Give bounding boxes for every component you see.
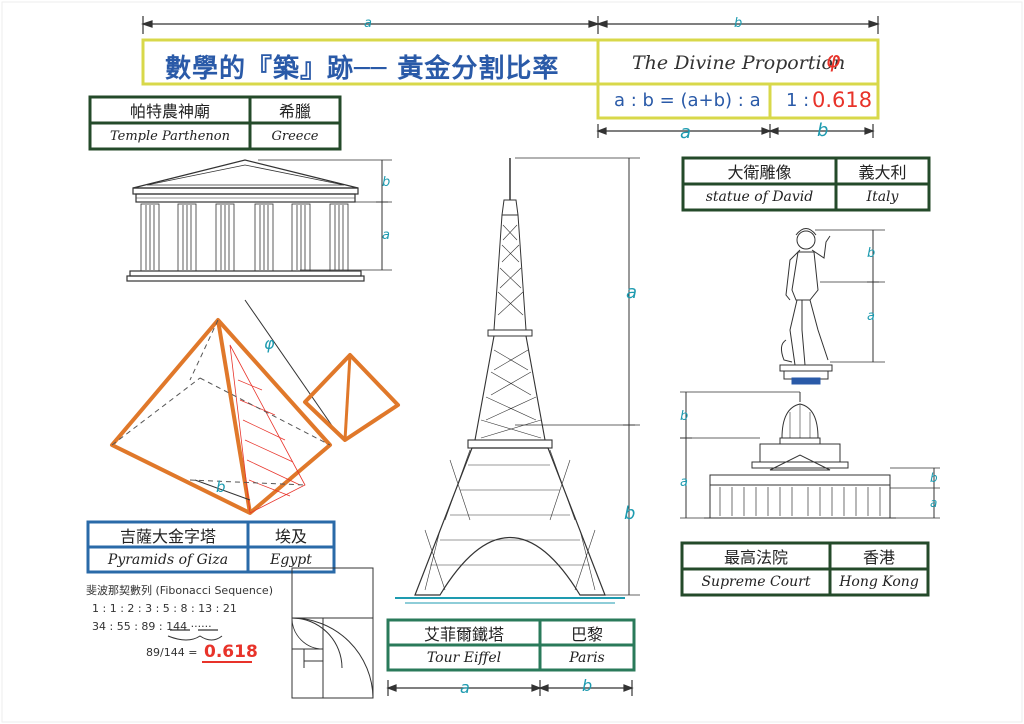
court-name-en: Supreme Court bbox=[701, 574, 811, 590]
david-country-en: Italy bbox=[866, 189, 899, 205]
fibonacci-spiral-drawing bbox=[291, 567, 374, 699]
eiffel-name-zh: 艾菲爾鐵塔 bbox=[423, 624, 504, 644]
parthenon-name-zh: 帕特農神廟 bbox=[129, 102, 210, 121]
supreme-court-drawing bbox=[680, 391, 940, 519]
eiffel-bottom-dimension bbox=[386, 680, 634, 696]
pyramid-drawing bbox=[110, 299, 400, 515]
title-phi: φ bbox=[826, 48, 841, 73]
parthenon-name-en: Temple Parthenon bbox=[110, 128, 230, 144]
title-ratio-value: 0.618 bbox=[812, 88, 873, 112]
pyramids-table-frame bbox=[86, 520, 336, 574]
top-a-label: a bbox=[364, 16, 372, 31]
ratio-a-label: a bbox=[680, 122, 692, 143]
top-dimension-line bbox=[141, 16, 880, 34]
pyramids-name-en: Pyramids of Giza bbox=[107, 551, 229, 568]
parthenon-b-label: b bbox=[382, 175, 391, 190]
title-english: The Divine Proportion bbox=[632, 52, 846, 74]
parthenon-country-en: Greece bbox=[271, 128, 319, 144]
eiffel-country-zh: 巴黎 bbox=[570, 624, 603, 644]
eiffel-name-en: Tour Eiffel bbox=[426, 649, 502, 666]
david-table-frame bbox=[681, 156, 931, 212]
pyramids-name-zh: 吉薩大金字塔 bbox=[119, 526, 216, 546]
parthenon-table-frame bbox=[88, 95, 342, 151]
fibonacci-line-1: 1 : 1 : 2 : 3 : 5 : 8 : 13 : 21 bbox=[92, 602, 237, 615]
court-table-frame bbox=[680, 541, 930, 597]
court-name-zh: 最高法院 bbox=[723, 548, 788, 567]
ratio-b-label: b bbox=[817, 120, 829, 141]
david-country-zh: 義大利 bbox=[858, 163, 907, 182]
title-formula: a : b = (a+b) : a bbox=[614, 90, 761, 111]
title-ratio-prefix: 1 : bbox=[786, 90, 810, 111]
eiffel-a-label: a bbox=[626, 282, 638, 303]
parthenon-drawing bbox=[126, 159, 392, 282]
court-country-en: Hong Kong bbox=[839, 574, 919, 590]
fibonacci-underlines bbox=[167, 629, 252, 663]
ratio-dimension-line bbox=[596, 124, 875, 138]
parthenon-a-label: a bbox=[382, 228, 390, 243]
title-frame bbox=[141, 38, 880, 120]
david-b-label: b bbox=[867, 246, 876, 261]
fibonacci-title: 斐波那契數列 (Fibonacci Sequence) bbox=[86, 584, 273, 597]
court-right-a-label: a bbox=[930, 496, 938, 510]
eiffel-b-label: b bbox=[624, 503, 636, 524]
title-chinese: 數學的『築』跡── 黃金分割比率 bbox=[165, 54, 560, 84]
eiffel-tower-drawing bbox=[395, 157, 640, 604]
david-name-zh: 大衛雕像 bbox=[727, 163, 792, 182]
eiffel-table-frame bbox=[386, 618, 636, 672]
top-b-label: b bbox=[734, 16, 743, 31]
david-name-en: statue of David bbox=[705, 189, 814, 205]
fibonacci-line-2: 34 : 55 : 89 : 144 ······ bbox=[92, 620, 212, 633]
fibonacci-result: 0.618 bbox=[204, 642, 258, 662]
david-statue-drawing bbox=[779, 228, 885, 385]
david-a-label: a bbox=[867, 309, 875, 324]
court-a-label: a bbox=[680, 475, 688, 490]
parthenon-country-zh: 希臘 bbox=[278, 102, 311, 121]
pyramid-phi-label: φ bbox=[264, 334, 275, 353]
pyramids-country-en: Egypt bbox=[270, 551, 312, 568]
court-right-b-label: b bbox=[930, 471, 938, 485]
eiffel-bottom-b-label: b bbox=[582, 676, 593, 695]
court-country-zh: 香港 bbox=[862, 548, 895, 567]
eiffel-country-en: Paris bbox=[569, 649, 605, 666]
fibonacci-fraction: 89/144 = bbox=[146, 646, 198, 659]
court-b-label: b bbox=[680, 409, 689, 424]
pyramids-country-zh: 埃及 bbox=[274, 526, 307, 546]
eiffel-bottom-a-label: a bbox=[460, 678, 470, 697]
pyramid-b-label: b bbox=[216, 478, 226, 496]
